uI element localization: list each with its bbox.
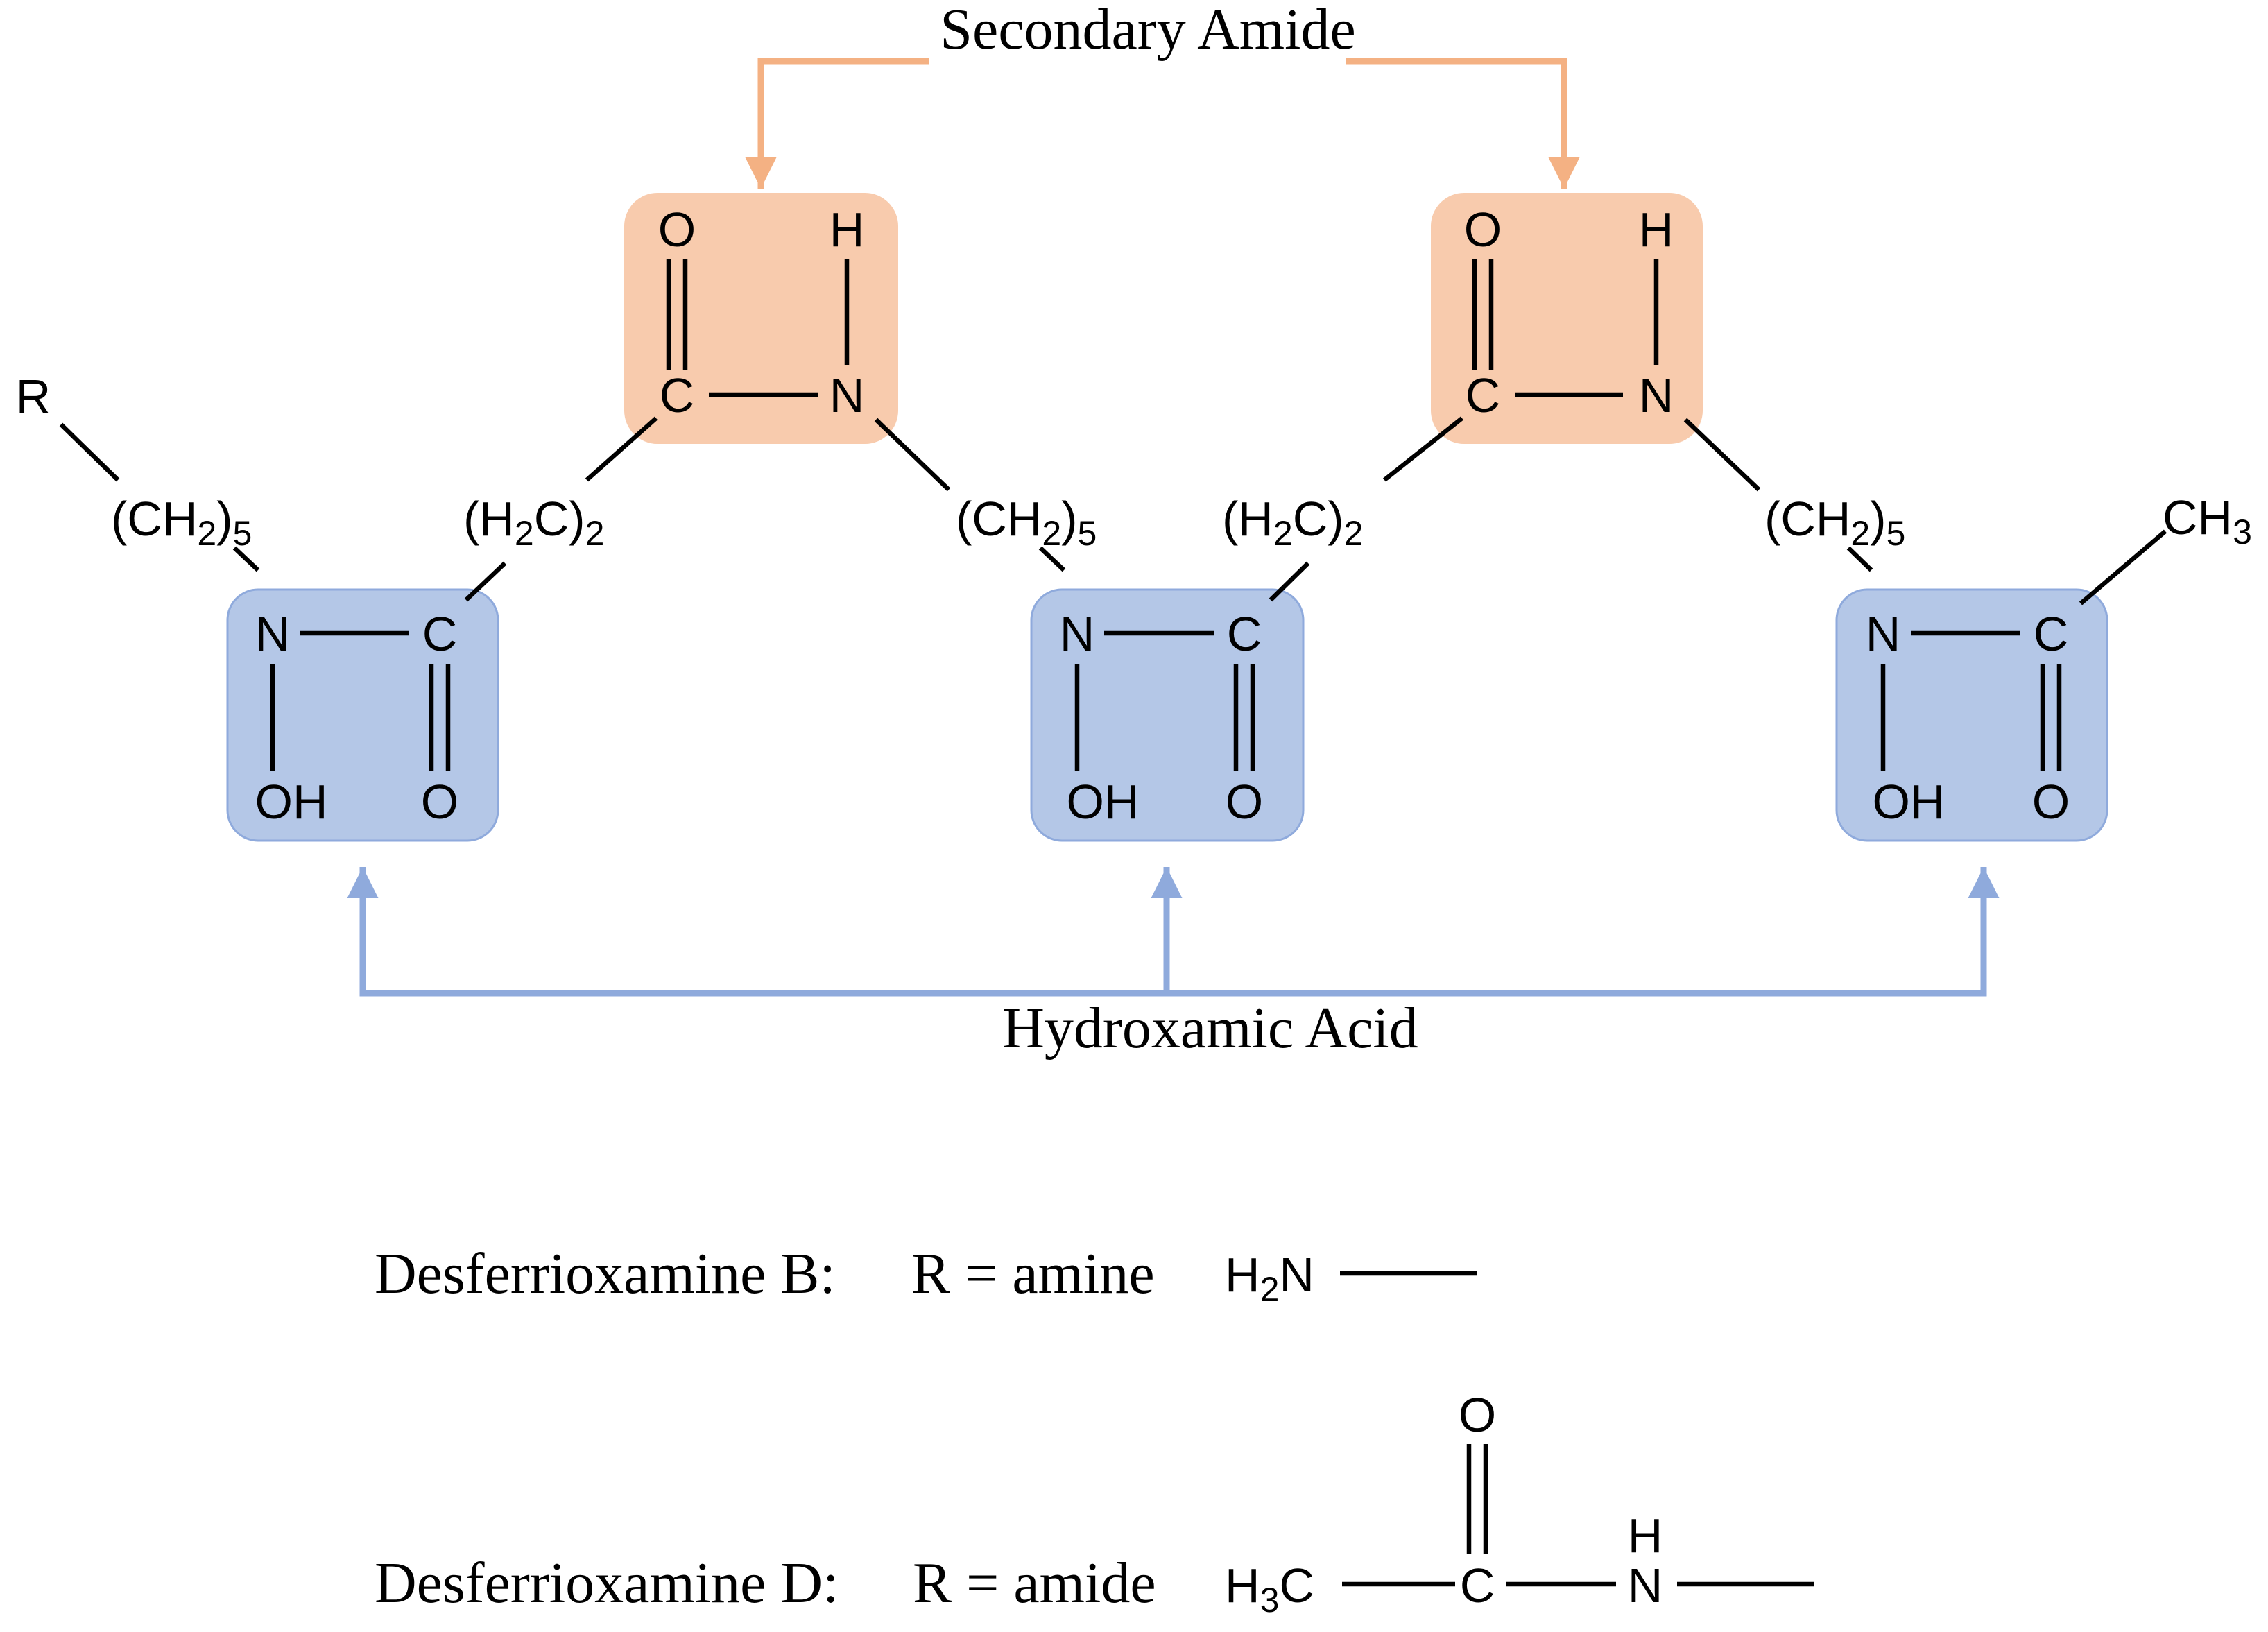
secondary-amide-box-1 (624, 193, 898, 444)
group-h2c-2-second: (H2C)2 (1222, 492, 1363, 553)
secondary-amide-group: Secondary Amide (624, 0, 1703, 444)
bond-c3-ch3 (2079, 529, 2167, 605)
atom-c3: C (2034, 607, 2069, 661)
group-ch2-5-first: (CH2)5 (111, 492, 252, 553)
atom-amide2-h: H (1639, 203, 1674, 257)
desferrioxamine-d-name: Desferrioxamine D: (375, 1551, 839, 1615)
group-ch2-5-second: (CH2)5 (956, 492, 1097, 553)
desferrioxamine-d-row: Desferrioxamine D: R = amide H3C C O H N (375, 1388, 1814, 1620)
desferrioxamine-b-name: Desferrioxamine B: (375, 1242, 836, 1306)
bond-namide1-ch2 (874, 418, 951, 492)
bond-r-ch2 (59, 422, 120, 482)
atom-n3: N (1866, 607, 1901, 661)
atom-amide1-c: C (660, 368, 695, 422)
atom-oh2: OH (1067, 775, 1140, 829)
atom-amide2-c: C (1466, 368, 1501, 422)
bond-c1-h2c (464, 561, 507, 602)
hydroxamic-acid-box-2 (1030, 588, 1305, 842)
secondary-amide-box-2 (1431, 193, 1703, 444)
atom-labels: R (CH2)5 N C OH O (H2C)2 O H C N (CH2)5 … (16, 203, 2252, 829)
bond-h2c-camide1 (585, 416, 658, 482)
group-ch2-5-third: (CH2)5 (1764, 492, 1905, 553)
desferrioxamine-b-row: Desferrioxamine B: R = amine H2N (375, 1242, 1477, 1309)
secondary-amide-label: Secondary Amide (940, 0, 1356, 62)
atom-amide2-n: N (1639, 368, 1674, 422)
amine-group-formula: H2N (1225, 1248, 1314, 1309)
atom-amide1-o: O (658, 203, 696, 257)
atom-c1: C (422, 607, 458, 661)
desferrioxamine-d-r-definition: R = amide (913, 1551, 1156, 1615)
atom-r: R (16, 370, 51, 424)
hydroxamic-acid-group: Hydroxamic Acid (226, 588, 2108, 1060)
atom-n2: N (1060, 607, 1095, 661)
atom-oh1: OH (255, 775, 328, 829)
atom-amide1-n: N (830, 368, 865, 422)
group-h2c-2-first: (H2C)2 (463, 492, 604, 553)
atom-amide1-h: H (830, 203, 865, 257)
hydroxamic-acid-box-3 (1835, 588, 2108, 842)
desferrioxamine-b-r-definition: R = amine (911, 1242, 1155, 1306)
atom-oh3: OH (1873, 775, 1945, 829)
amide-group-ch3: H3C (1225, 1558, 1314, 1620)
bond-ch2-n1 (232, 546, 260, 572)
hydroxamic-acid-box-1 (226, 588, 499, 842)
atom-c2: C (1227, 607, 1262, 661)
bond-namide2-ch2 (1683, 418, 1761, 492)
atom-o2: O (1226, 775, 1263, 829)
bond-ch2-n3 (1846, 546, 1873, 572)
hydroxamic-acid-label: Hydroxamic Acid (1002, 996, 1418, 1060)
atom-amide2-o: O (1464, 203, 1502, 257)
amide-group-n: N (1628, 1558, 1663, 1613)
atom-o3: O (2032, 775, 2070, 829)
bond-c2-h2c (1269, 561, 1310, 602)
hydroxamic-acid-bracket (359, 871, 1987, 997)
group-ch3-terminal: CH3 (2163, 490, 2252, 551)
bonds (59, 259, 2167, 771)
amide-group-c: C (1460, 1558, 1495, 1613)
bond-h2c-camide2 (1382, 416, 1464, 482)
amide-group-h: H (1628, 1509, 1663, 1563)
bond-ch2-n2 (1038, 546, 1066, 572)
amide-group-o: O (1459, 1388, 1496, 1442)
atom-n1: N (255, 607, 291, 661)
atom-o1: O (421, 775, 458, 829)
